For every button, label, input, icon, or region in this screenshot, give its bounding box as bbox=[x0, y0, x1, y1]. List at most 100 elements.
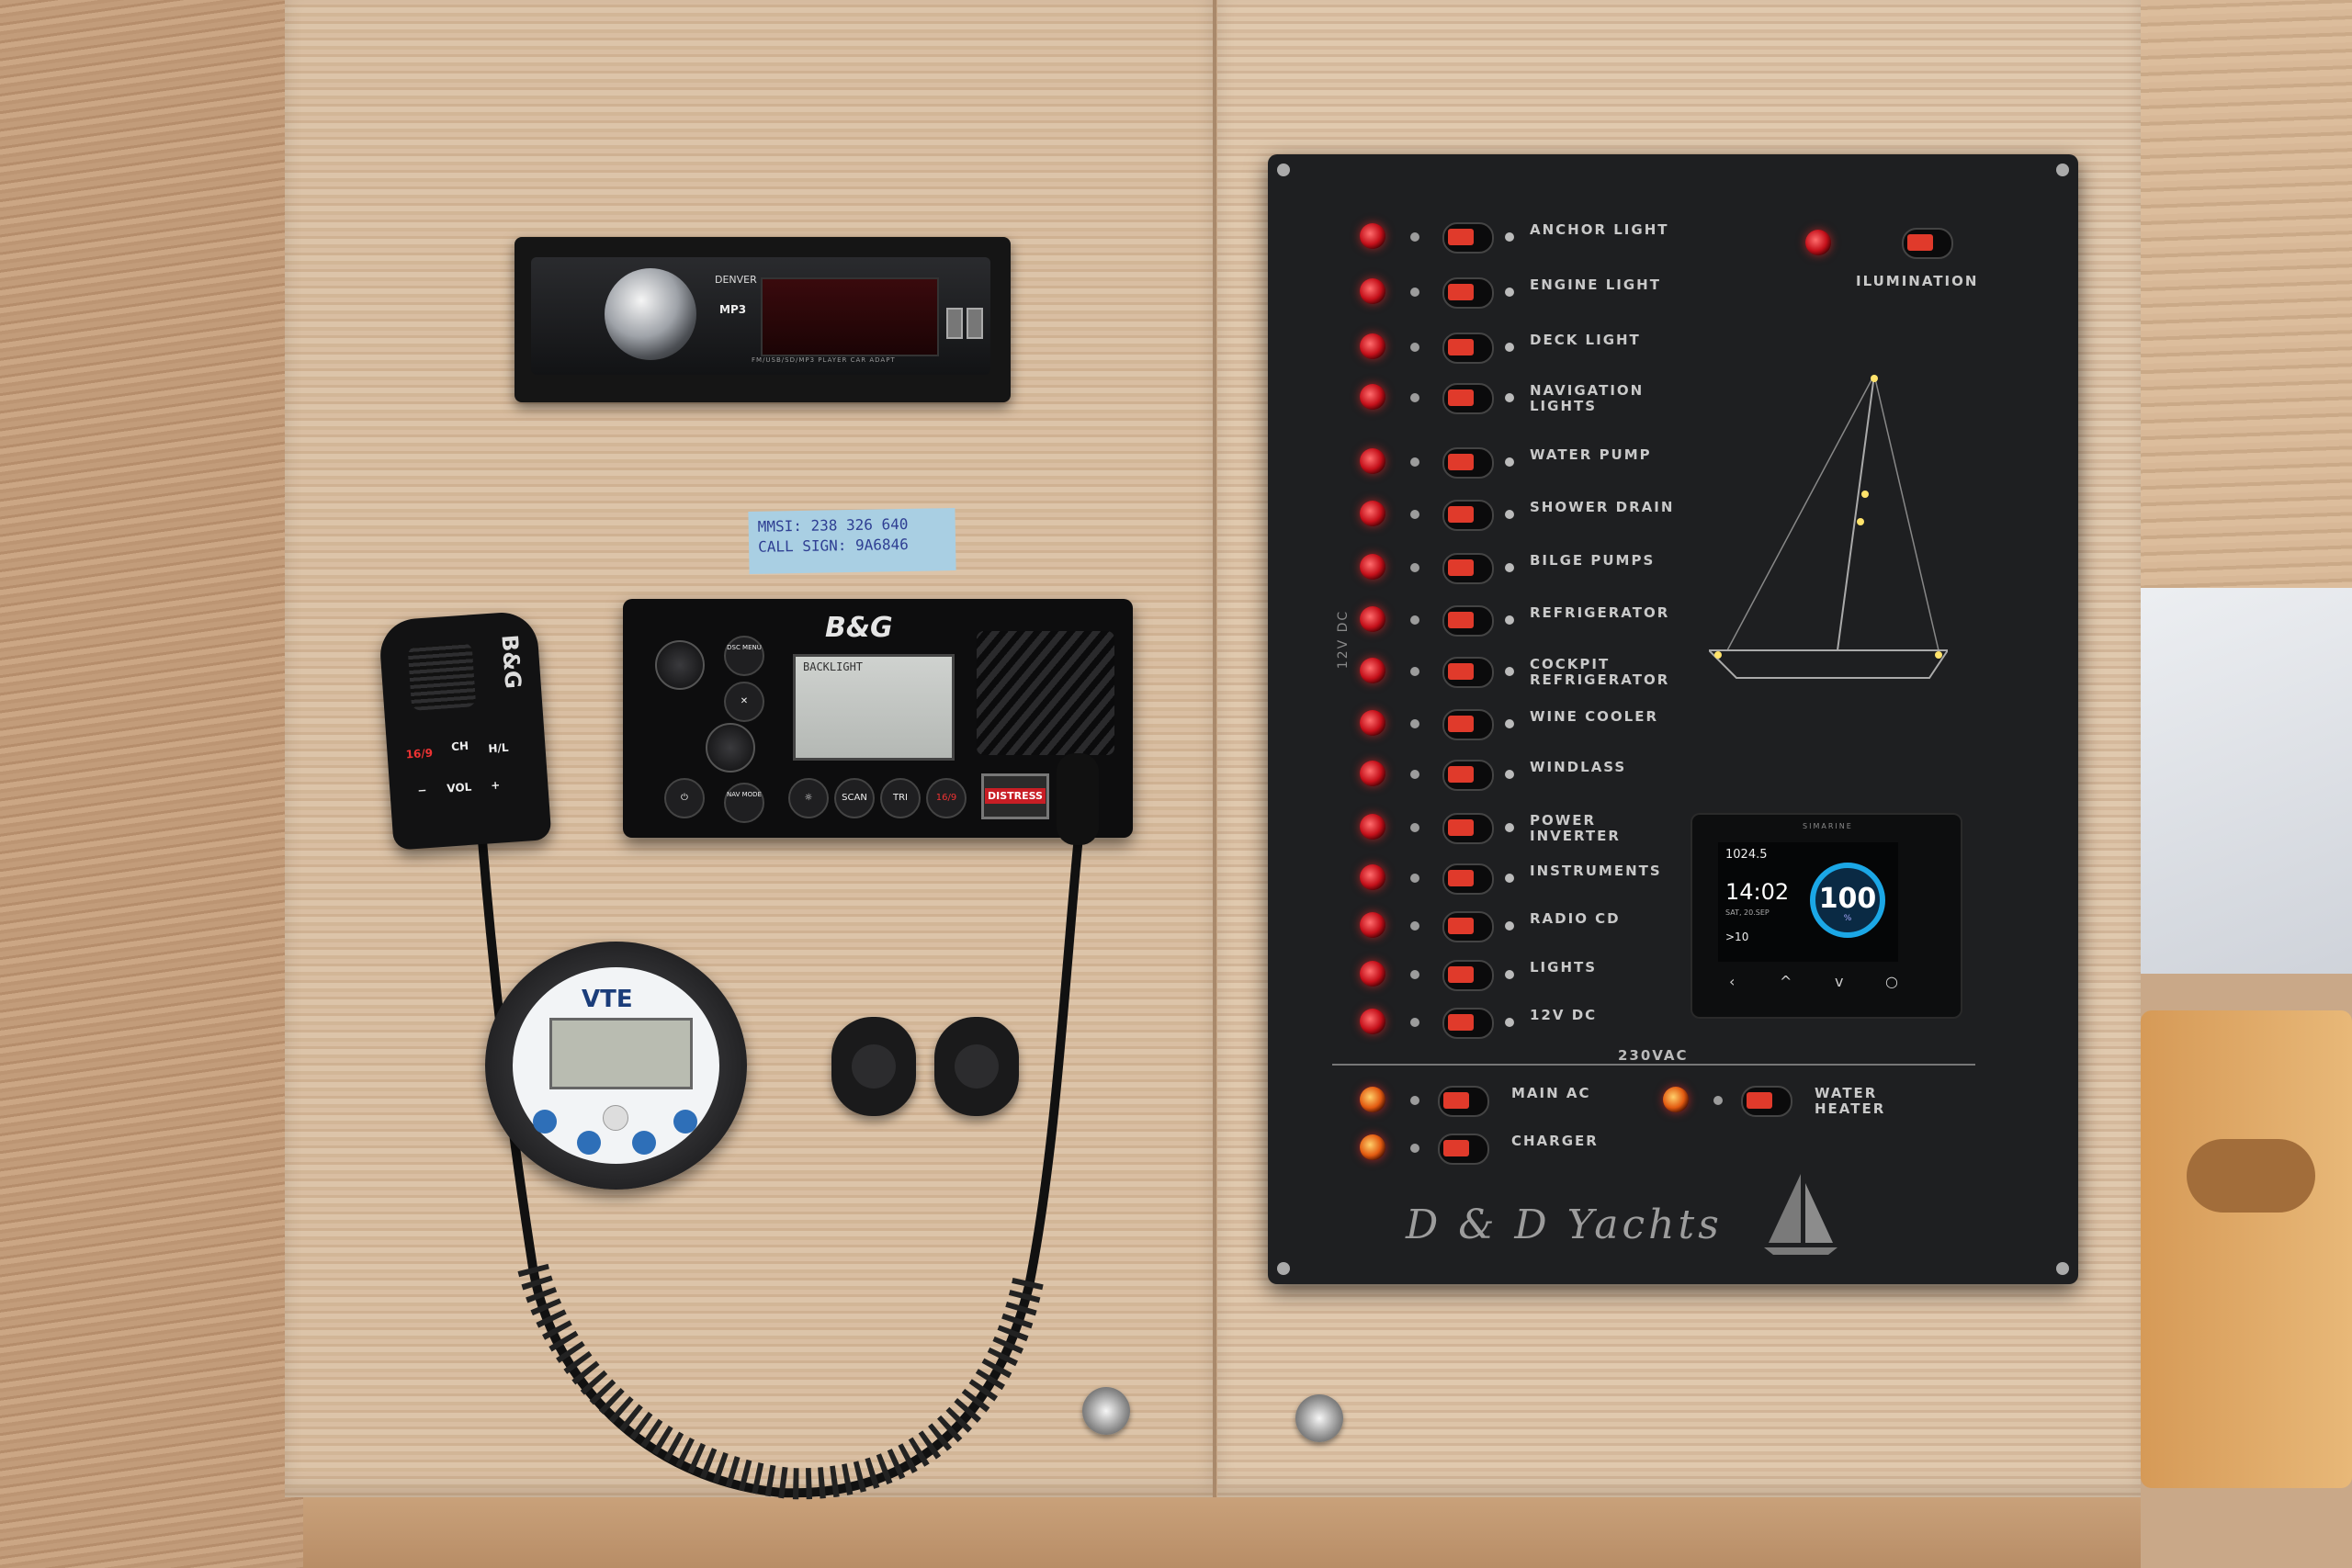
status-dot bbox=[1410, 970, 1419, 979]
date-readout: SAT, 20.SEP bbox=[1725, 908, 1770, 917]
ac-breaker-switch[interactable] bbox=[1438, 1086, 1489, 1117]
select-icon[interactable]: ○ bbox=[1885, 973, 1898, 990]
ac-breaker-label: WATER HEATER bbox=[1815, 1085, 1886, 1117]
indicator-led bbox=[1360, 333, 1385, 359]
breaker-row: WINE COOLER bbox=[1268, 705, 2078, 742]
illumination-switch[interactable] bbox=[1902, 228, 1953, 259]
breaker-row: ANCHOR LIGHT bbox=[1268, 219, 2078, 255]
arrow-up-icon[interactable] bbox=[577, 1131, 601, 1155]
breaker-row: POWER INVERTER bbox=[1268, 809, 2078, 846]
brand-logo-text: D & D Yachts bbox=[1406, 1201, 1723, 1248]
tri-button[interactable]: TRI bbox=[880, 778, 921, 818]
ac-breaker-row: MAIN AC bbox=[1268, 1082, 1727, 1119]
breaker-switch[interactable] bbox=[1442, 605, 1494, 637]
handset-hl-button[interactable]: H/L bbox=[487, 740, 509, 756]
media-display bbox=[761, 277, 939, 356]
bunk-frame bbox=[2141, 1010, 2352, 1488]
vhf-handset[interactable]: B&G 16/9 CH H/L − VOL + bbox=[378, 610, 552, 851]
status-dot bbox=[1410, 288, 1419, 297]
breaker-label: NAVIGATION LIGHTS bbox=[1530, 382, 1645, 414]
up-icon[interactable]: ^ bbox=[1780, 973, 1792, 990]
breaker-switch[interactable] bbox=[1442, 709, 1494, 740]
gauge-stop-button[interactable] bbox=[673, 1110, 697, 1134]
time-readout: 14:02 bbox=[1725, 879, 1790, 905]
breaker-row: DECK LIGHT bbox=[1268, 329, 2078, 366]
squelch-knob[interactable] bbox=[655, 640, 705, 690]
breaker-switch[interactable] bbox=[1442, 911, 1494, 942]
vhf-lcd: BACKLIGHT bbox=[793, 654, 955, 761]
power-icon[interactable]: ⏻ bbox=[664, 778, 705, 818]
switch-dot bbox=[1505, 563, 1514, 572]
arrow-down-icon[interactable] bbox=[632, 1131, 656, 1155]
breaker-switch[interactable] bbox=[1442, 383, 1494, 414]
switch-dot bbox=[1505, 288, 1514, 297]
ac-breaker-switch[interactable] bbox=[1741, 1086, 1792, 1117]
breaker-switch[interactable] bbox=[1442, 222, 1494, 254]
volume-knob[interactable] bbox=[605, 268, 696, 360]
nav-mode-button[interactable]: NAV MODE bbox=[724, 783, 764, 823]
handset-ch-button[interactable]: CH bbox=[450, 739, 469, 754]
ac-breaker-switch[interactable] bbox=[1438, 1134, 1489, 1165]
vhf-lcd-text: BACKLIGHT bbox=[803, 660, 864, 673]
scan-button[interactable]: SCAN bbox=[834, 778, 875, 818]
pressure-readout: 1024.5 bbox=[1725, 848, 1768, 862]
breaker-label: RADIO CD bbox=[1530, 910, 1621, 927]
status-dot bbox=[1713, 1096, 1723, 1105]
12v-outlet[interactable] bbox=[934, 1017, 1019, 1116]
gauge-face: VTE bbox=[513, 967, 719, 1164]
breaker-row: NAVIGATION LIGHTS bbox=[1268, 379, 2078, 416]
close-icon[interactable]: ✕ bbox=[724, 682, 764, 722]
ch16-button[interactable]: 16/9 bbox=[926, 778, 967, 818]
switch-dot bbox=[1505, 232, 1514, 242]
breaker-switch[interactable] bbox=[1442, 553, 1494, 584]
wood-wall-left bbox=[0, 0, 303, 1568]
handset-vol-up[interactable]: + bbox=[490, 778, 501, 793]
breaker-switch[interactable] bbox=[1442, 500, 1494, 531]
usb-port-icon[interactable] bbox=[967, 308, 983, 339]
gauge-start-button[interactable] bbox=[533, 1110, 557, 1134]
indicator-led bbox=[1360, 912, 1385, 938]
usb-port-icon[interactable] bbox=[946, 308, 963, 339]
handset-ch16-button[interactable]: 16/9 bbox=[405, 746, 434, 761]
indicator-led bbox=[1360, 448, 1385, 474]
breaker-switch[interactable] bbox=[1442, 760, 1494, 791]
floor bbox=[303, 1497, 2141, 1568]
weather-icon[interactable]: ☼ bbox=[788, 778, 829, 818]
breaker-switch[interactable] bbox=[1442, 863, 1494, 895]
distress-button[interactable]: DISTRESS bbox=[981, 773, 1049, 819]
door-knob-right[interactable] bbox=[1295, 1394, 1343, 1442]
switch-dot bbox=[1505, 343, 1514, 352]
switch-dot bbox=[1505, 719, 1514, 728]
breaker-switch[interactable] bbox=[1442, 960, 1494, 991]
switch-dot bbox=[1505, 770, 1514, 779]
breaker-switch[interactable] bbox=[1442, 657, 1494, 688]
screw bbox=[1277, 164, 1290, 176]
indicator-led bbox=[1360, 606, 1385, 632]
breaker-switch[interactable] bbox=[1442, 277, 1494, 309]
status-dot bbox=[1410, 667, 1419, 676]
dsc-menu-button[interactable]: DSC MENU bbox=[724, 636, 764, 676]
usb-outlet[interactable] bbox=[831, 1017, 916, 1116]
indicator-led bbox=[1360, 223, 1385, 249]
status-dot bbox=[1410, 770, 1419, 779]
channel-knob[interactable] bbox=[706, 723, 755, 773]
breaker-switch[interactable] bbox=[1442, 813, 1494, 844]
status-dot bbox=[1410, 457, 1419, 467]
switch-dot bbox=[1505, 667, 1514, 676]
status-dot bbox=[1410, 823, 1419, 832]
monitor-screen: 1024.5 14:02 SAT, 20.SEP >10 100 % bbox=[1718, 842, 1898, 962]
back-icon[interactable]: ‹ bbox=[1729, 973, 1736, 990]
indicator-led bbox=[1360, 961, 1385, 987]
breaker-switch[interactable] bbox=[1442, 333, 1494, 364]
breaker-switch[interactable] bbox=[1442, 447, 1494, 479]
breaker-switch[interactable] bbox=[1442, 1008, 1494, 1039]
breaker-row: 12V DC bbox=[1268, 1004, 2078, 1041]
door-knob-left[interactable] bbox=[1082, 1387, 1130, 1435]
bunk-handle-hole bbox=[2187, 1139, 2315, 1213]
status-dot bbox=[1410, 1096, 1419, 1105]
handset-vol-down[interactable]: − bbox=[416, 784, 427, 797]
down-icon[interactable]: v bbox=[1835, 973, 1844, 990]
breaker-row: REFRIGERATOR bbox=[1268, 602, 2078, 638]
warning-icon[interactable] bbox=[603, 1105, 628, 1131]
